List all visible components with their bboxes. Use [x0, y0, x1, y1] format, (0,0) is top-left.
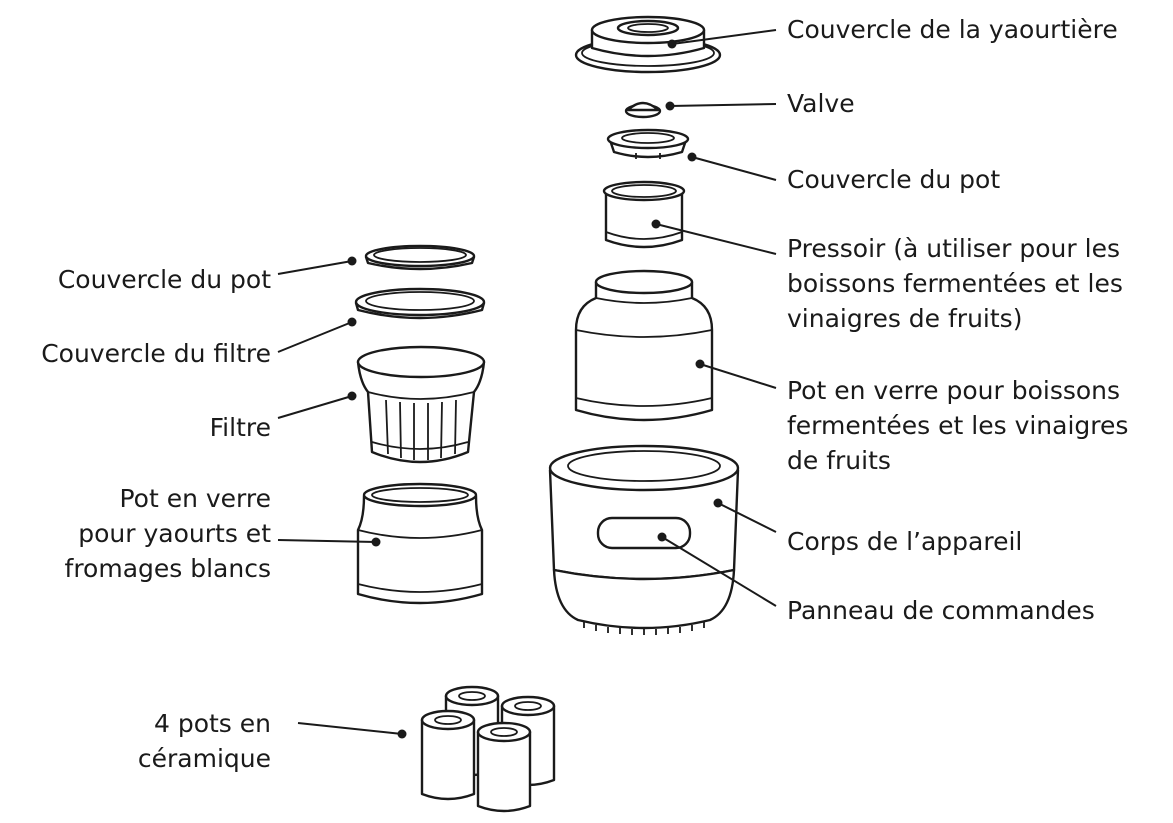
- leader-valve: [665, 101, 777, 111]
- label-line: Couvercle de la yaourtière: [787, 15, 1118, 44]
- filter-lid-drawing: [354, 287, 486, 320]
- label-line: de fruits: [787, 446, 891, 475]
- yogurt-maker-lid-drawing: [574, 15, 722, 74]
- label-corps-appareil: Corps de l’appareil: [787, 524, 1022, 559]
- label-pressoir: Pressoir (à utiliser pour les boissons f…: [787, 231, 1123, 336]
- label-couvercle-pot-left: Couvercle du pot: [58, 262, 271, 297]
- label-line: Panneau de commandes: [787, 596, 1095, 625]
- leader-pot-lid-right: [687, 152, 777, 181]
- label-pots-ceramique: 4 pots en céramique: [138, 706, 271, 776]
- label-line: Corps de l’appareil: [787, 527, 1023, 556]
- leader-glass-jar-drinks: [695, 359, 777, 389]
- label-panneau-commandes: Panneau de commandes: [787, 593, 1095, 628]
- label-valve: Valve: [787, 86, 855, 121]
- leader-appliance-body: [713, 498, 777, 533]
- label-line: Couvercle du pot: [57, 265, 271, 294]
- label-line: Pressoir (à utiliser pour les: [787, 234, 1120, 263]
- leader-pressoir: [651, 219, 777, 255]
- leader-filter-lid: [277, 317, 357, 353]
- label-pot-verre-boissons: Pot en verre pour boissons fermentées et…: [787, 373, 1128, 478]
- label-couvercle-yaourtiere: Couvercle de la yaourtière: [787, 12, 1118, 47]
- label-line: Couvercle du filtre: [41, 339, 271, 368]
- label-line: boissons fermentées et les: [787, 269, 1123, 298]
- filter-drawing: [356, 345, 486, 464]
- leader-pot-lid-left: [277, 256, 357, 275]
- label-line: Couvercle du pot: [787, 165, 1001, 194]
- label-line: 4 pots en: [153, 709, 271, 738]
- label-couvercle-pot-right: Couvercle du pot: [787, 162, 1000, 197]
- leader-yaourtiere-lid: [667, 29, 777, 49]
- glass-jar-drinks-drawing: [574, 269, 714, 422]
- leader-ceramic-pots: [297, 722, 407, 739]
- leader-control-panel: [657, 532, 777, 607]
- leader-filter: [277, 391, 357, 419]
- label-line: Pot en verre pour boissons: [787, 376, 1121, 405]
- label-couvercle-filtre: Couvercle du filtre: [41, 336, 271, 371]
- glass-jar-yogurt-drawing: [356, 482, 484, 605]
- label-line: Valve: [787, 89, 855, 118]
- ceramic-pots-drawing: [420, 685, 556, 813]
- press-drawing: [602, 180, 686, 249]
- pot-lid-right-drawing: [606, 128, 690, 159]
- label-line: Filtre: [209, 413, 271, 442]
- label-line: vinaigres de fruits): [787, 304, 1023, 333]
- label-line: Pot en verre: [119, 484, 271, 513]
- label-line: pour yaourts et: [78, 519, 271, 548]
- leader-glass-jar-yogurt: [277, 537, 381, 547]
- label-line: fromages blancs: [64, 554, 271, 583]
- label-line: céramique: [137, 744, 271, 773]
- label-filtre: Filtre: [210, 410, 271, 445]
- label-line: fermentées et les vinaigres: [787, 411, 1129, 440]
- appliance-body-drawing: [548, 444, 740, 635]
- pot-lid-left-drawing: [364, 244, 476, 271]
- valve-drawing: [624, 101, 662, 119]
- label-pot-verre-yaourts: Pot en verre pour yaourts et fromages bl…: [65, 481, 271, 586]
